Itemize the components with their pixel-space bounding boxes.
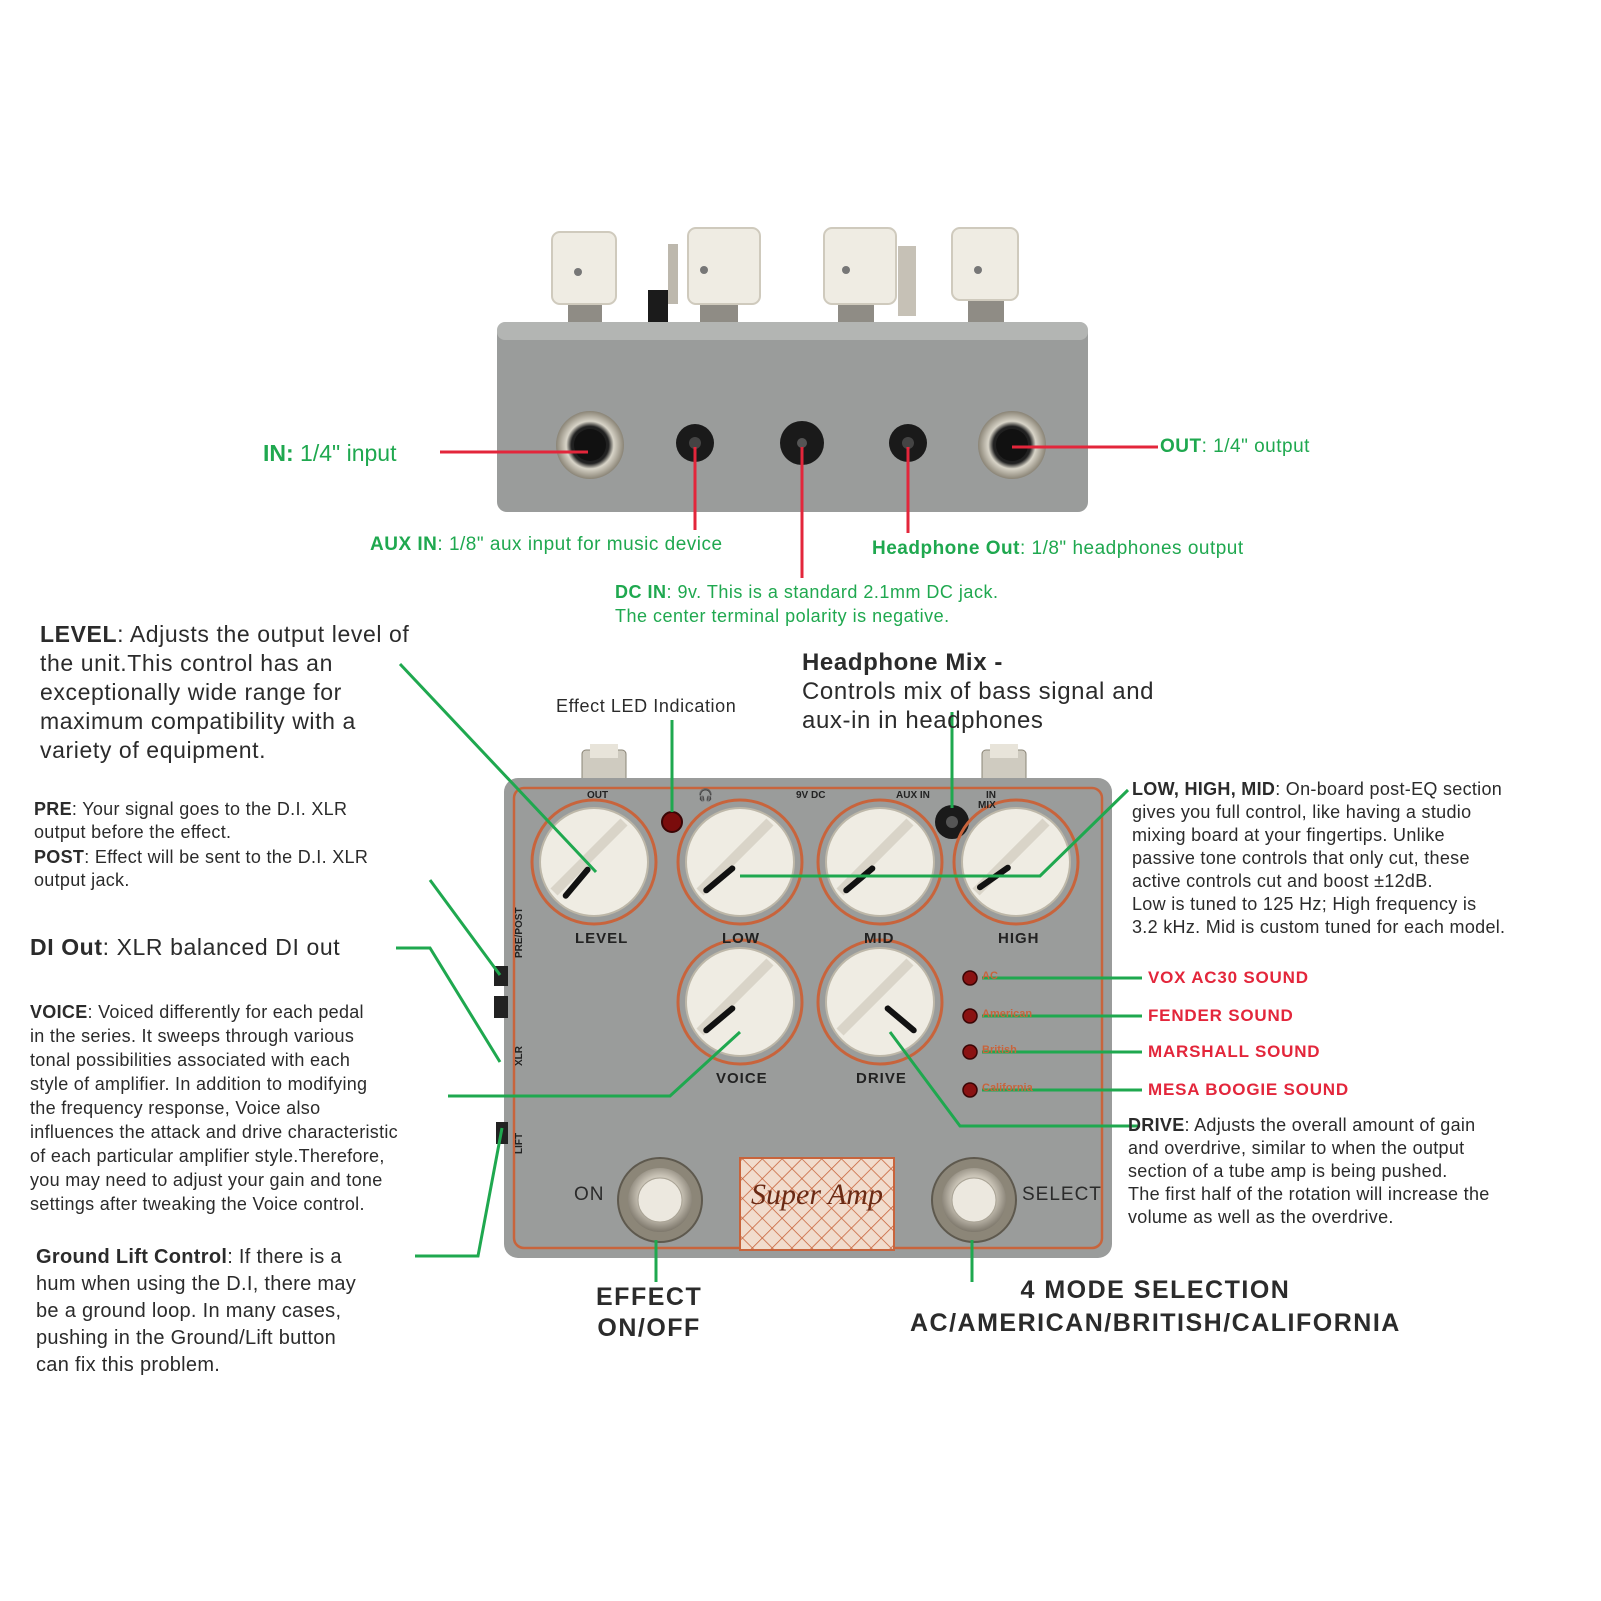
knob-label-level: LEVEL <box>575 930 629 947</box>
dc-in-label: DC IN: 9v. This is a standard 2.1mm DC j… <box>615 582 999 626</box>
knob-label-drive: DRIVE <box>856 1070 907 1087</box>
footswitch-select[interactable] <box>931 1157 1017 1243</box>
mode-label-ac: AC <box>982 970 998 982</box>
out-label: OUT: 1/4" output <box>1160 436 1310 457</box>
side-label-xlr: XLR <box>514 1046 525 1066</box>
in-label: IN: 1/4" input <box>263 440 397 466</box>
sound-fender: FENDER SOUND <box>1148 1006 1294 1025</box>
jack-label-mix: MIX <box>978 800 996 811</box>
drive-description: DRIVE: Adjusts the overall amount of gai… <box>1128 1115 1490 1227</box>
headphone-mix-description: Headphone Mix -Controls mix of bass sign… <box>802 649 1155 734</box>
on-label: ON <box>574 1184 605 1205</box>
side-knob <box>668 227 761 330</box>
low-knob[interactable] <box>676 798 804 926</box>
jack-label-in: IN <box>986 790 996 801</box>
mode-label-american: American <box>982 1008 1033 1020</box>
sound-marshall: MARSHALL SOUND <box>1148 1042 1321 1061</box>
jack-label-phones: 🎧 <box>698 788 713 802</box>
sound-mesa: MESA BOOGIE SOUND <box>1148 1080 1349 1099</box>
knob-group <box>530 798 1080 1066</box>
post-description: POST: Effect will be sent to the D.I. XL… <box>34 847 369 890</box>
side-switch <box>648 290 668 330</box>
side-knob <box>951 227 1019 330</box>
knob-label-high: HIGH <box>998 930 1040 947</box>
logo-text: Super Amp <box>751 1178 883 1211</box>
pedal-front-view <box>494 744 1112 1258</box>
side-knob <box>551 231 617 330</box>
effect-led-label: Effect LED Indication <box>556 696 737 716</box>
mode-selection-label: 4 MODE SELECTION AC/AMERICAN/BRITISH/CAL… <box>910 1276 1401 1337</box>
pre-description: PRE: Your signal goes to the D.I. XLR ou… <box>34 799 348 842</box>
effect-on-off-label: EFFECT ON/OFF <box>596 1283 703 1342</box>
aux-in-label: AUX IN: 1/8" aux input for music device <box>370 534 723 555</box>
select-label: SELECT <box>1022 1184 1102 1205</box>
knob-label-voice: VOICE <box>716 1070 768 1087</box>
sound-vox: VOX AC30 SOUND <box>1148 968 1309 987</box>
side-knob <box>823 227 916 330</box>
mode-label-british: British <box>982 1044 1017 1056</box>
jack-label-aux: AUX IN <box>896 790 930 801</box>
knob-label-low: LOW <box>722 930 760 947</box>
mode-led-4 <box>962 1082 978 1098</box>
jack-label-out: OUT <box>587 790 609 801</box>
mode-led-2 <box>962 1008 978 1024</box>
high-knob[interactable] <box>952 798 1080 926</box>
headphone-out-label: Headphone Out: 1/8" headphones output <box>872 538 1244 559</box>
mode-label-california: California <box>982 1082 1033 1094</box>
side-label-prepost: PRE/POST <box>514 907 525 958</box>
green-leader-lines <box>396 662 1142 1282</box>
mode-led-group <box>962 970 978 1098</box>
eq-description: LOW, HIGH, MID: On-board post-EQ section… <box>1132 779 1506 937</box>
mode-led-1 <box>962 970 978 986</box>
pedal-side-view <box>497 227 1088 512</box>
level-knob[interactable] <box>530 798 658 926</box>
enclosure <box>504 778 1112 1258</box>
footswitch-on[interactable] <box>617 1157 703 1243</box>
ground-lift-description: Ground Lift Control: If there is a hum w… <box>36 1246 357 1376</box>
red-leader-lines <box>440 445 1158 578</box>
side-enclosure <box>497 322 1088 512</box>
effect-led <box>661 811 683 833</box>
level-description: LEVEL: Adjusts the output level of the u… <box>40 621 410 763</box>
logo-plate <box>739 1157 895 1251</box>
voice-knob[interactable] <box>676 938 804 1066</box>
di-out-description: DI Out: XLR balanced DI out <box>30 934 341 960</box>
voice-description: VOICE: Voiced differently for each pedal… <box>30 1002 398 1214</box>
drive-knob[interactable] <box>816 938 944 1066</box>
jack-label-dc: 9V DC <box>796 790 826 801</box>
knob-label-mid: MID <box>864 930 895 947</box>
mid-knob[interactable] <box>816 798 944 926</box>
side-label-lift: LIFT <box>514 1132 525 1154</box>
mode-led-3 <box>962 1044 978 1060</box>
